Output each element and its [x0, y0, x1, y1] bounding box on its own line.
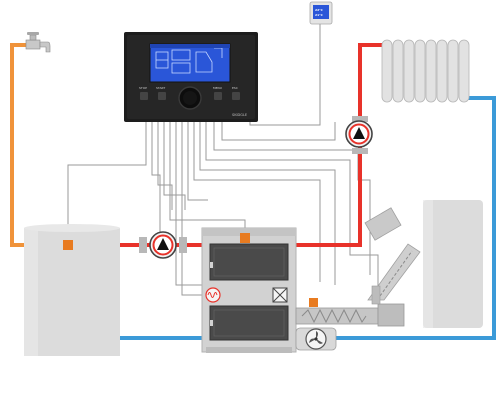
boiler-controller: STOP START MENU ESC SKIDGLE — [124, 32, 258, 122]
fan-icon — [295, 327, 337, 351]
stop-button[interactable] — [140, 92, 148, 100]
pump-icon — [139, 231, 187, 259]
stop-button-label: STOP — [139, 86, 147, 90]
esc-button-label: ESC — [232, 86, 238, 90]
water-tap-icon — [25, 32, 51, 53]
pellet-feeder — [295, 207, 421, 327]
start-button[interactable] — [158, 92, 166, 100]
hot-water-tank — [24, 224, 120, 356]
pellet-hopper-tank — [423, 200, 483, 328]
menu-button[interactable] — [214, 92, 222, 100]
pump-icon — [345, 116, 373, 154]
domestic-hot-water-pipe — [10, 43, 30, 247]
tank-temperature-sensor — [63, 240, 73, 250]
boiler-lower-door — [209, 305, 289, 341]
boiler-upper-door — [209, 243, 289, 281]
thermostat-reading-bottom: 21°C — [315, 13, 324, 17]
start-button-label: START — [156, 86, 165, 90]
signal-wires — [67, 8, 379, 296]
heater-element-icon — [205, 287, 221, 303]
room-thermostat: 22°C 21°C — [309, 1, 333, 25]
menu-button-label: MENU — [213, 86, 222, 90]
feeder-temperature-sensor — [309, 298, 318, 307]
esc-button[interactable] — [232, 92, 240, 100]
controller-brand: SKIDGLE — [232, 113, 247, 117]
radiator-icon — [381, 39, 470, 103]
boiler-temperature-sensor — [240, 233, 250, 243]
thermostat-reading-top: 22°C — [315, 8, 324, 12]
valve-icon — [272, 287, 288, 303]
auger-icon — [301, 308, 367, 324]
